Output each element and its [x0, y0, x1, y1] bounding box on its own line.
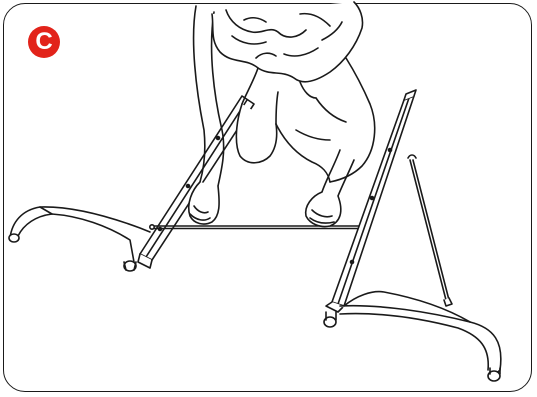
step-label: C [35, 28, 53, 55]
person [187, 1, 376, 228]
left-foot [8, 206, 151, 272]
right-foot [323, 290, 502, 382]
left-rail [137, 95, 255, 269]
loose-rod [407, 154, 453, 307]
step-badge: C [28, 26, 60, 58]
